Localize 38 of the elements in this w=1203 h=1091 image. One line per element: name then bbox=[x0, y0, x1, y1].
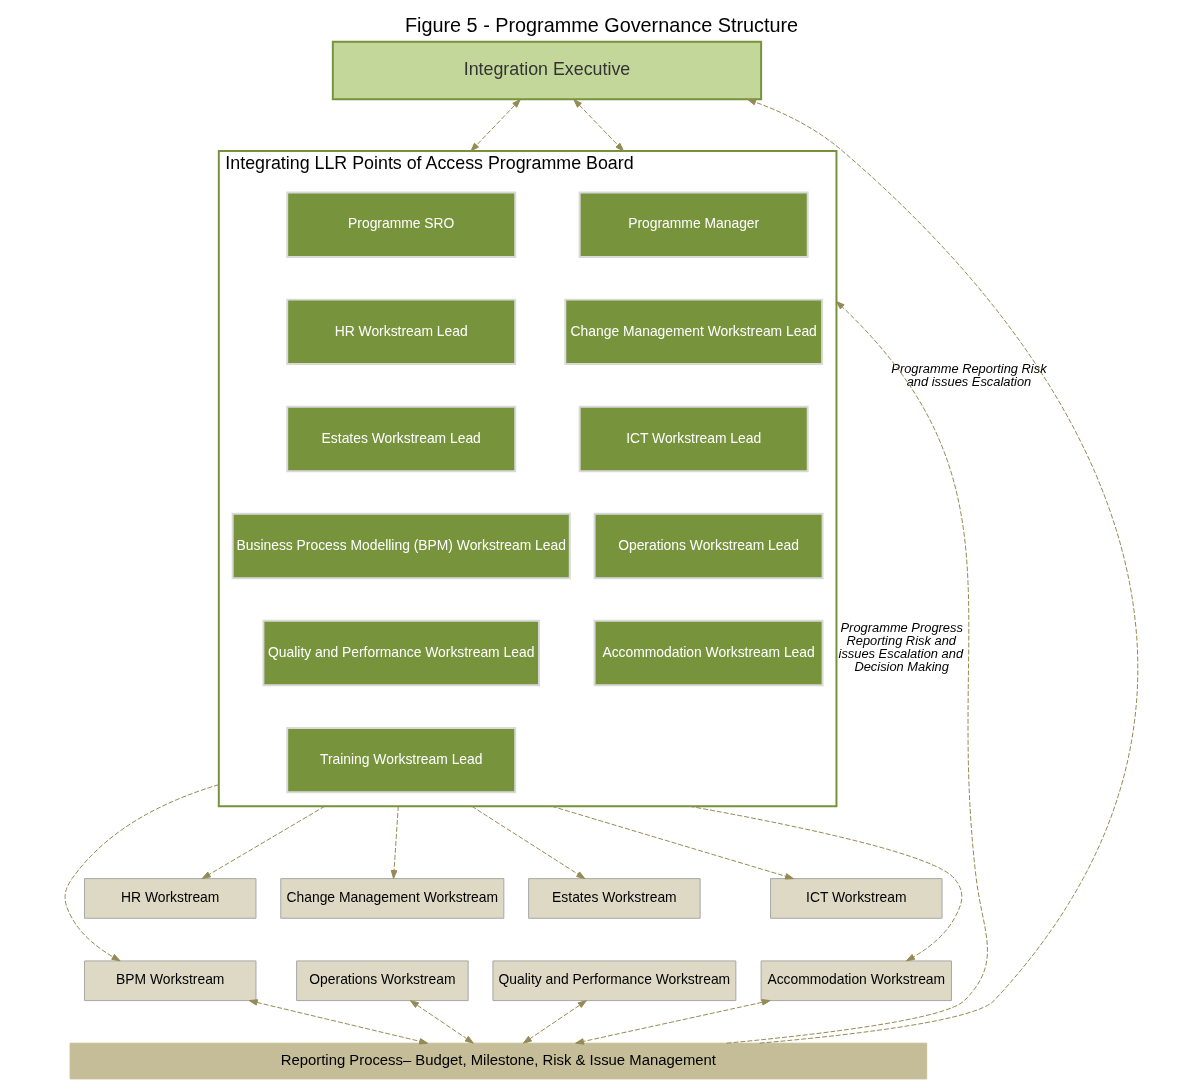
node-box: Operations Workstream bbox=[296, 960, 469, 1002]
edge-label: Programme Progress Reporting Risk and issues Escalation and Decision Making bbox=[838, 620, 964, 675]
node-box: Reporting Process– Budget, Milestone, Risk & Issue Management bbox=[69, 1042, 928, 1080]
arrow bbox=[522, 1000, 587, 1044]
node-box: Quality and Performance Workstream bbox=[492, 960, 737, 1002]
node-box: Programme Manager bbox=[578, 191, 809, 258]
arrow bbox=[551, 805, 794, 880]
arrow bbox=[248, 999, 429, 1045]
arrow bbox=[575, 999, 771, 1045]
node-box: Estates Workstream Lead bbox=[286, 405, 517, 473]
node-box: Accommodation Workstream bbox=[760, 960, 952, 1002]
arrow bbox=[470, 99, 521, 152]
arrow bbox=[747, 98, 1138, 1044]
node-box: Integration Executive bbox=[331, 40, 763, 101]
node-box: Change Management Workstream bbox=[280, 878, 505, 919]
node-box: Accommodation Workstream Lead bbox=[593, 619, 824, 687]
diagram-title: Figure 5 - Programme Governance Structure bbox=[404, 13, 799, 36]
arrow bbox=[409, 1000, 474, 1044]
node-box: Business Process Modelling (BPM) Workstream Lead bbox=[231, 512, 571, 580]
node-box: Training Workstream Lead bbox=[286, 726, 517, 794]
node-box: Estates Workstream bbox=[528, 878, 701, 919]
node-box: HR Workstream bbox=[83, 878, 257, 919]
node-box: HR Workstream Lead bbox=[286, 298, 517, 366]
arrow bbox=[726, 300, 988, 1044]
arrow bbox=[471, 805, 586, 879]
node-box: Programme SRO bbox=[286, 191, 517, 258]
node-box: ICT Workstream bbox=[770, 878, 943, 919]
arrow bbox=[201, 805, 326, 879]
node-box: Operations Workstream Lead bbox=[593, 512, 824, 580]
arrow bbox=[573, 99, 624, 152]
node-box: ICT Workstream Lead bbox=[578, 405, 809, 473]
node-box: Change Management Workstream Lead bbox=[564, 298, 824, 366]
arrow bbox=[64, 784, 220, 962]
arrow bbox=[688, 805, 963, 962]
node-box: BPM Workstream bbox=[83, 960, 257, 1002]
node-box: Quality and Performance Workstream Lead bbox=[262, 619, 541, 687]
arrow bbox=[390, 805, 399, 879]
edge-label: Programme Reporting Risk and issues Escalation bbox=[891, 361, 1047, 390]
